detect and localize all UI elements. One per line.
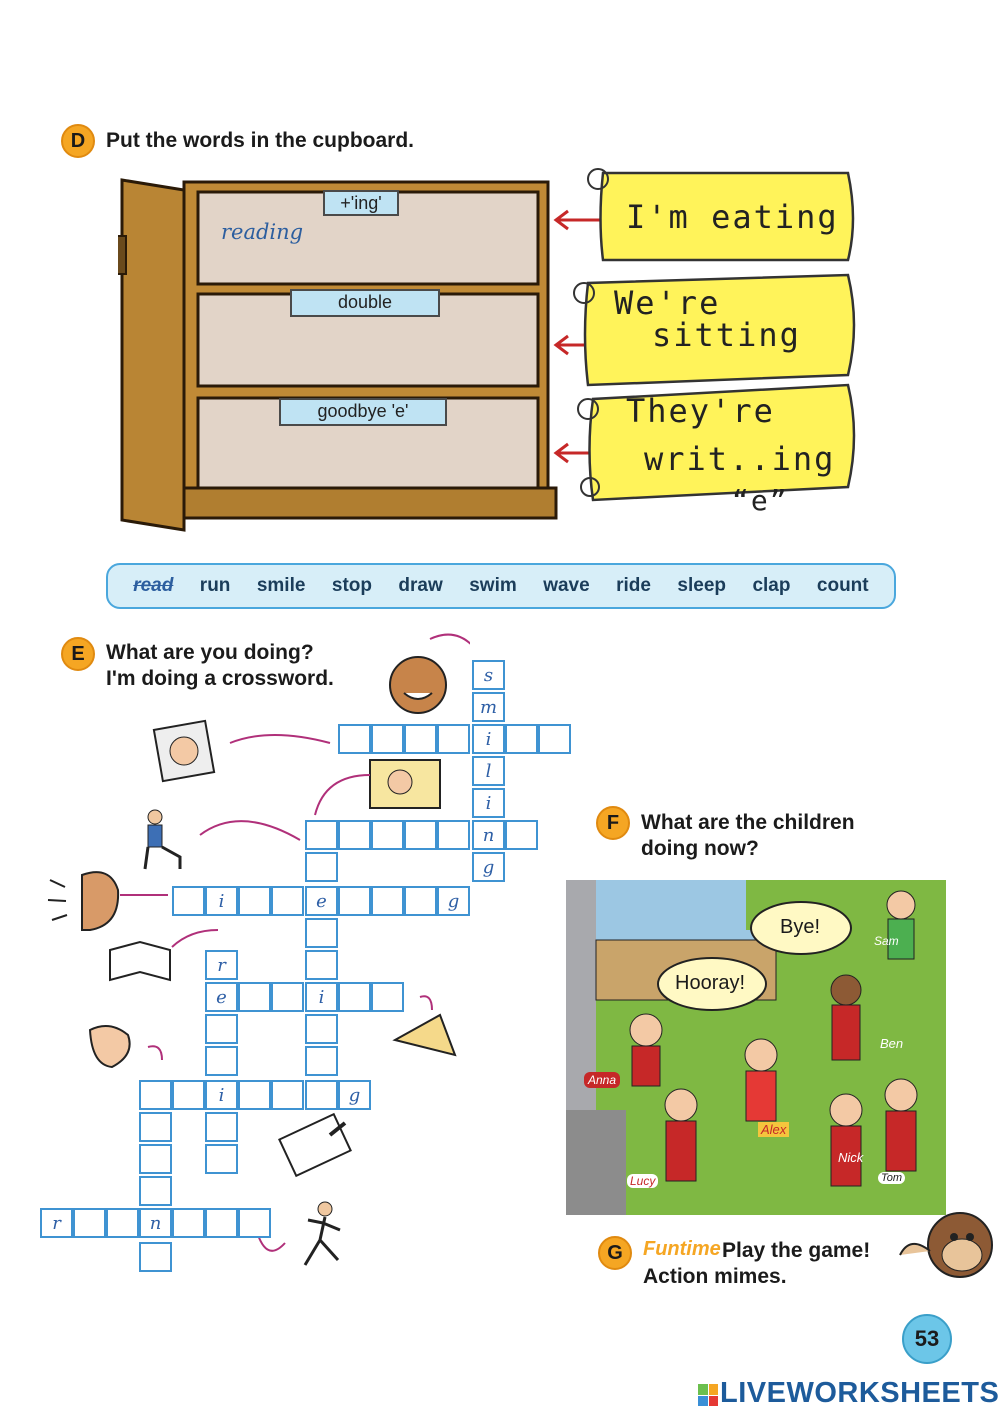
- crossword-cell: n: [472, 820, 505, 850]
- scroll-3-line2: writ..ing: [644, 440, 836, 478]
- children-scene-illustration: [566, 880, 946, 1215]
- section-g-line1: Play the game!: [722, 1239, 871, 1262]
- child-name-anna: Anna: [584, 1072, 621, 1088]
- scroll-3-line1: They're: [626, 392, 775, 430]
- section-g-badge: G: [598, 1236, 632, 1270]
- section-e-badge: E: [61, 637, 95, 671]
- monkey-illustration: [899, 1212, 993, 1278]
- crossword-cell: l: [472, 756, 505, 786]
- speech-bubble-hooray: Hooray!: [675, 972, 746, 994]
- speech-bubble-bye: Bye!: [780, 916, 821, 938]
- word-bank: read run smile stop draw swim wave ride …: [106, 563, 896, 609]
- word-ride: ride: [616, 575, 651, 596]
- section-e-question: What are you doing?: [106, 641, 314, 664]
- section-g-line2: Action mimes.: [643, 1265, 787, 1288]
- section-f-badge: F: [596, 806, 630, 840]
- scroll-illustrations: [553, 168, 856, 502]
- word-stop: stop: [331, 575, 372, 596]
- section-e-answer: I'm doing a crossword.: [106, 667, 334, 690]
- section-d-badge: D: [61, 124, 95, 158]
- crossword-cell: i: [472, 724, 505, 754]
- child-name-alex: Alex: [758, 1122, 790, 1137]
- child-name-nick: Nick: [838, 1150, 864, 1165]
- section-f-line2: doing now?: [641, 837, 759, 860]
- crossword-cell[interactable]: [505, 820, 538, 850]
- word-sleep: sleep: [677, 575, 726, 596]
- crossword-cell: i: [472, 788, 505, 818]
- word-run: run: [199, 575, 231, 596]
- child-name-tom: Tom: [878, 1172, 905, 1184]
- word-count: count: [816, 575, 869, 596]
- page-number: 53: [902, 1314, 952, 1364]
- drawer-answer-ing[interactable]: reading: [221, 220, 304, 244]
- word-clap: clap: [752, 575, 791, 596]
- section-d-instruction: Put the words in the cupboard.: [106, 129, 415, 152]
- liveworksheets-logo-icon: [698, 1384, 718, 1406]
- scroll-2-line2: sitting: [652, 316, 801, 354]
- crossword-cell[interactable]: [505, 724, 538, 754]
- scroll-2-line1: We're: [614, 284, 721, 322]
- drawer-label-ing: +'ing': [323, 190, 399, 216]
- drawer-answer-goodbye-e[interactable]: [200, 428, 520, 483]
- word-read: read: [133, 575, 174, 596]
- scroll-1-text: I'm eating: [626, 198, 839, 236]
- word-wave: wave: [543, 575, 590, 596]
- word-swim: swim: [469, 575, 517, 596]
- drawer-label-goodbye-e: goodbye 'e': [279, 398, 447, 426]
- crossword-cell: s: [472, 660, 505, 690]
- word-draw: draw: [398, 575, 443, 596]
- crossword-cell: m: [472, 692, 505, 722]
- e-note: “e”: [732, 484, 789, 517]
- child-name-sam: Sam: [874, 934, 899, 948]
- liveworksheets-watermark[interactable]: LIVEWORKSHEETS: [720, 1377, 1000, 1409]
- funtime-logo: Funtime: [643, 1238, 721, 1260]
- page-number-text: 53: [914, 1326, 940, 1351]
- drawer-answer-double[interactable]: [200, 320, 520, 380]
- child-name-lucy: Lucy: [627, 1174, 659, 1188]
- crossword-clue-pictures: [47, 633, 470, 1266]
- crossword-cell: g: [472, 852, 505, 882]
- crossword-cell[interactable]: [538, 724, 571, 754]
- drawer-label-double: double: [290, 289, 440, 317]
- word-smile: smile: [256, 575, 306, 596]
- section-f-line1: What are the children: [641, 811, 855, 834]
- child-name-ben: Ben: [880, 1036, 904, 1051]
